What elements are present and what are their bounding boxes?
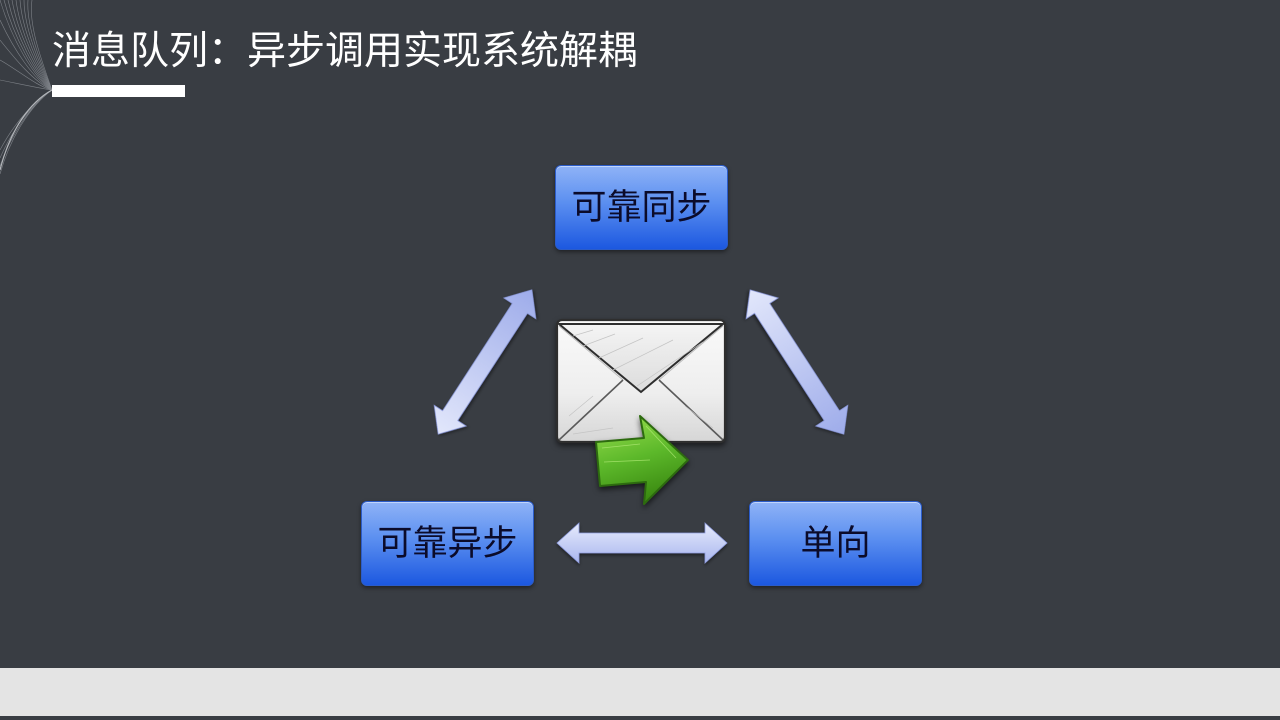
decorative-line <box>31 0 53 91</box>
decorative-line <box>19 0 53 91</box>
decorative-line <box>0 89 53 159</box>
footer-band <box>0 668 1280 716</box>
decorative-wave-lines <box>0 0 53 175</box>
decorative-line <box>27 0 53 91</box>
node-label: 可靠同步 <box>571 188 712 227</box>
double-headed-arrow-icon <box>745 289 849 435</box>
slide-title: 消息队列：异步调用实现系统解耦 <box>52 30 638 73</box>
decorative-line <box>0 89 53 151</box>
node-label: 可靠异步 <box>377 524 518 563</box>
decorative-line <box>0 89 53 171</box>
decorative-line <box>0 89 53 175</box>
node-reliable-async: 可靠异步 <box>361 501 534 586</box>
double-headed-arrow-icon <box>433 289 537 435</box>
node-label: 单向 <box>800 524 871 563</box>
decorative-line <box>7 0 53 91</box>
decorative-line <box>0 39 53 91</box>
decorative-line <box>3 0 53 91</box>
decorative-line <box>23 0 53 91</box>
decorative-line <box>11 0 53 91</box>
double-headed-arrow-icon <box>556 522 728 564</box>
decorative-line <box>0 19 53 91</box>
decorative-line <box>0 59 53 91</box>
decorative-line <box>15 0 53 91</box>
decorative-line <box>0 79 53 91</box>
send-arrow-icon <box>595 415 689 505</box>
decorative-line <box>0 0 53 91</box>
title-underline <box>52 85 185 97</box>
decorative-line <box>0 89 53 167</box>
node-one-way: 单向 <box>749 501 922 586</box>
envelope-icon <box>555 318 727 444</box>
node-reliable-sync: 可靠同步 <box>555 165 728 250</box>
